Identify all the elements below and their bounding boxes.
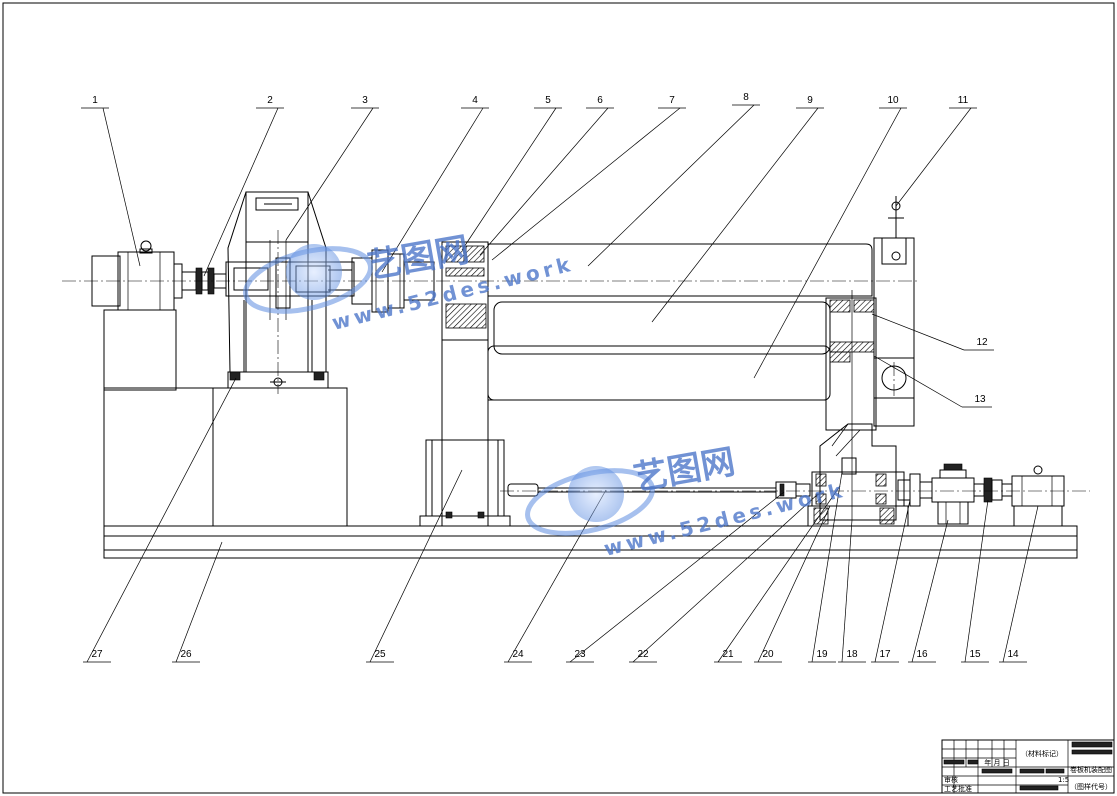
callout-leader-25: [369, 469, 463, 663]
title-drawing-code: （图样代号）: [1070, 782, 1112, 791]
title-approve: 批准: [958, 784, 972, 793]
callout-leader-10: [753, 107, 902, 379]
callout-leader-4: [381, 107, 484, 273]
right-drive: [897, 463, 1065, 527]
callout-leader-27: [86, 377, 237, 663]
title-process: 工艺: [944, 785, 958, 793]
watermark-lower: 艺图网 www.52des.work: [525, 442, 848, 561]
callout-label-19: 19: [816, 649, 828, 660]
title-scale: 1:5: [1058, 776, 1069, 784]
callout-label-5: 5: [545, 95, 551, 106]
callout-label-11: 11: [958, 95, 969, 106]
title-review: 审核: [944, 775, 958, 784]
callout-label-27: 27: [91, 649, 103, 660]
callout-label-18: 18: [846, 649, 858, 660]
callout-label-23: 23: [574, 649, 586, 660]
callout-leader-20: [757, 505, 831, 663]
callout-label-2: 2: [267, 95, 273, 106]
callout-leader-19: [811, 471, 843, 663]
callout-label-13: 13: [974, 394, 986, 405]
title-block: （材料标记） 卷板机装配图 （图样代号） 年 月 日 审核 工艺 批准 1:5: [941, 739, 1115, 794]
callout-leader-17: [874, 499, 911, 663]
callout-leader-1: [102, 107, 141, 267]
callout-leader-7: [491, 107, 681, 261]
callout-label-24: 24: [512, 649, 524, 660]
callout-label-25: 25: [374, 649, 386, 660]
main-motor: [91, 240, 197, 311]
callout-label-26: 26: [180, 649, 192, 660]
callout-label-10: 10: [887, 95, 899, 106]
callout-label-8: 8: [743, 92, 749, 103]
callout-leader-3: [285, 107, 374, 241]
roller-upper: [487, 243, 873, 297]
callout-leader-16: [911, 519, 949, 663]
title-sign-date: 年 月 日: [984, 758, 1009, 767]
callout-leader-12: [871, 313, 965, 351]
callout-label-22: 22: [637, 649, 649, 660]
callout-label-1: 1: [92, 95, 98, 106]
adjust-screw: [888, 196, 904, 261]
title-material-mark: （材料标记）: [1021, 749, 1063, 758]
callout-leader-23: [569, 491, 785, 663]
callout-label-21: 21: [722, 649, 734, 660]
callout-leader-21: [717, 485, 841, 663]
callout-leader-18: [841, 519, 853, 663]
roller-lower: [487, 345, 831, 401]
callout-leader-5: [461, 107, 557, 251]
lower-gearbox: [807, 423, 909, 527]
title-drawing-name: 卷板机装配图: [1070, 765, 1112, 774]
callout-label-20: 20: [762, 649, 774, 660]
callout-leader-14: [1002, 505, 1039, 663]
callout-leader-8: [587, 104, 755, 267]
callout-label-3: 3: [362, 95, 368, 106]
callout-leader-15: [964, 499, 989, 663]
callout-label-4: 4: [472, 95, 478, 106]
callout-label-7: 7: [669, 95, 675, 106]
callout-label-16: 16: [916, 649, 928, 660]
callout-label-6: 6: [597, 95, 603, 106]
right-bearing-housing: [825, 237, 915, 520]
callout-leader-13: [873, 355, 963, 408]
callout-label-15: 15: [969, 649, 981, 660]
callout-leader-11: [895, 107, 972, 207]
watermark-brand-1: 艺图网: [365, 230, 472, 287]
roller-middle: [493, 301, 831, 355]
callout-leader-26: [175, 541, 223, 663]
callout-leader-6: [479, 107, 609, 256]
watermark-upper: 艺图网 www.52des.work: [243, 230, 576, 335]
callout-label-17: 17: [879, 649, 891, 660]
base-frame: [103, 525, 1078, 559]
callout-label-14: 14: [1007, 649, 1019, 660]
callout-leader-9: [651, 107, 819, 323]
callout-leader-22: [632, 493, 819, 663]
callout-label-12: 12: [976, 337, 988, 348]
watermark-brand-2: 艺图网: [631, 442, 738, 499]
motor-pedestal: [103, 309, 348, 527]
callout-label-9: 9: [807, 95, 813, 106]
center-lines: [62, 230, 1090, 492]
callout-leader-2: [203, 107, 279, 277]
